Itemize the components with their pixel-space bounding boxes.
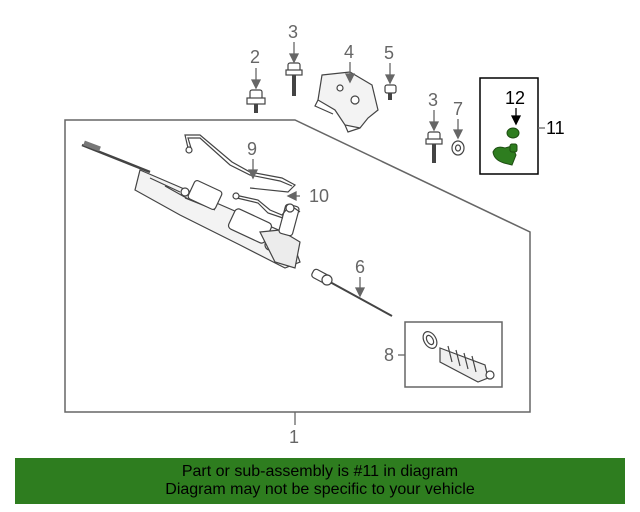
callout-8: 8 [384, 345, 394, 365]
boot-kit-drawing [422, 331, 495, 383]
hydraulic-line-10-drawing [232, 192, 301, 219]
callout-1: 1 [289, 427, 299, 447]
callout-11: 11 [546, 118, 565, 138]
callout-3-upper: 3 [288, 22, 298, 42]
sub-assembly-notice-banner: Part or sub-assembly is #11 in diagram D… [15, 458, 625, 504]
notice-line-part: Part or sub-assembly is #11 in diagram [181, 463, 459, 480]
callout-4: 4 [344, 42, 354, 62]
steering-rack-drawing [81, 140, 301, 269]
callout-6: 6 [355, 257, 365, 277]
inner-tie-rod-drawing [311, 268, 393, 317]
outer-tie-rod-end-box [479, 77, 539, 175]
leader-line-12 [510, 108, 522, 126]
bolt-5-drawing [384, 84, 397, 100]
bolt-3-upper-drawing [285, 62, 303, 96]
outer-tie-rod-end-drawing [492, 127, 520, 166]
nut-7-drawing [451, 140, 465, 156]
bolt-3-lower-drawing [425, 131, 443, 163]
callout-10: 10 [309, 186, 329, 206]
notice-line-disclaimer: Diagram may not be specific to your vehi… [165, 481, 475, 498]
callout-7: 7 [453, 99, 463, 119]
callout-12: 12 [505, 88, 525, 108]
leader-lines [247, 42, 545, 356]
assembly-outline-panel [64, 119, 531, 413]
bolt-2-drawing [246, 89, 266, 113]
callout-9: 9 [247, 139, 257, 159]
callout-5: 5 [384, 43, 394, 63]
callout-3-lower: 3 [428, 90, 438, 110]
bracket-4-drawing [314, 71, 379, 133]
callout-2: 2 [250, 47, 260, 67]
